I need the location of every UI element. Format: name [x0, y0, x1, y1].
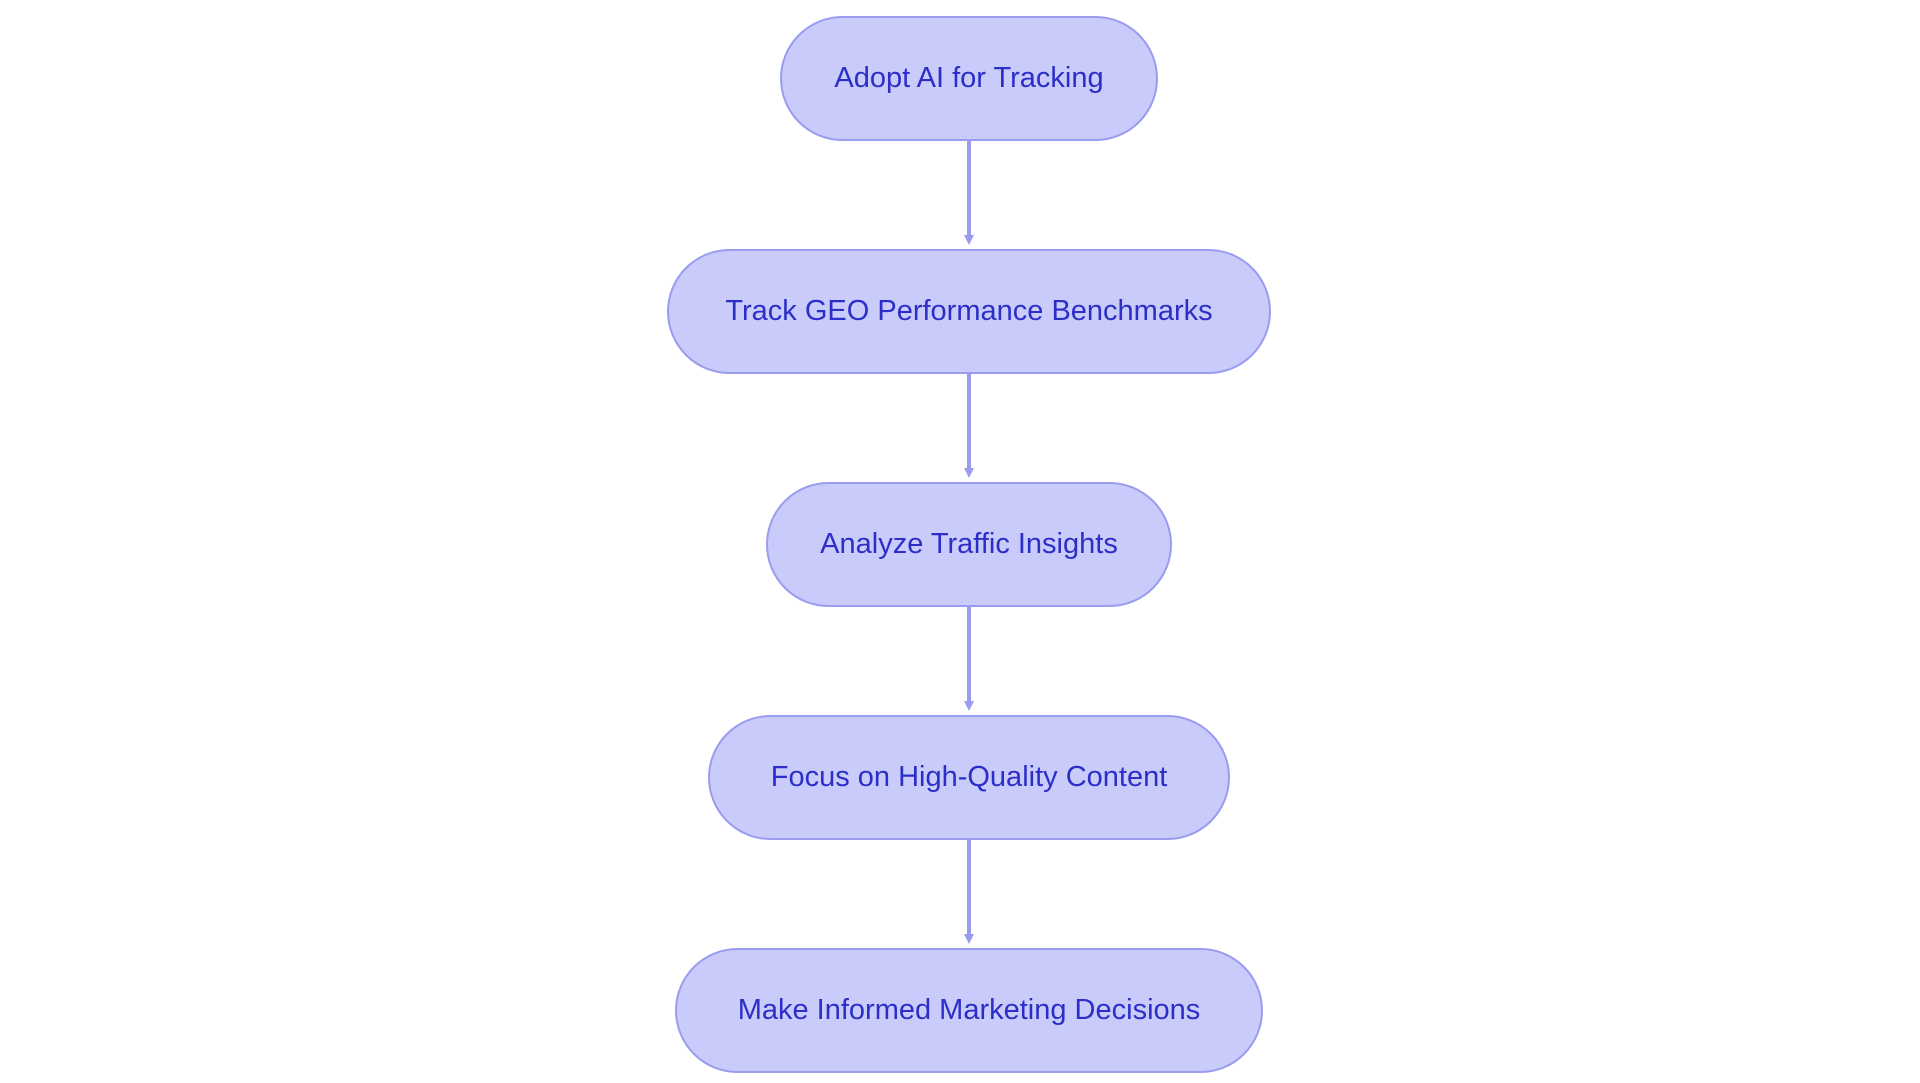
- node-track-geo-performance-benchmarks[interactable]: Track GEO Performance Benchmarks: [667, 249, 1271, 374]
- node-label: Adopt AI for Tracking: [834, 62, 1103, 94]
- node-shape: [708, 715, 1230, 840]
- node-focus-on-high-quality-content[interactable]: Focus on High-Quality Content: [708, 715, 1230, 840]
- node-make-informed-marketing-decisions[interactable]: Make Informed Marketing Decisions: [675, 948, 1263, 1073]
- node-analyze-traffic-insights[interactable]: Analyze Traffic Insights: [766, 482, 1172, 607]
- node-label: Track GEO Performance Benchmarks: [725, 295, 1212, 327]
- node-shape: [780, 16, 1158, 141]
- node-adopt-ai-for-tracking[interactable]: Adopt AI for Tracking: [780, 16, 1158, 141]
- node-label: Focus on High-Quality Content: [771, 761, 1168, 793]
- node-label: Analyze Traffic Insights: [820, 528, 1118, 560]
- node-shape: [667, 249, 1271, 374]
- node-shape: [675, 948, 1263, 1073]
- node-shape: [766, 482, 1172, 607]
- node-label: Make Informed Marketing Decisions: [738, 994, 1201, 1026]
